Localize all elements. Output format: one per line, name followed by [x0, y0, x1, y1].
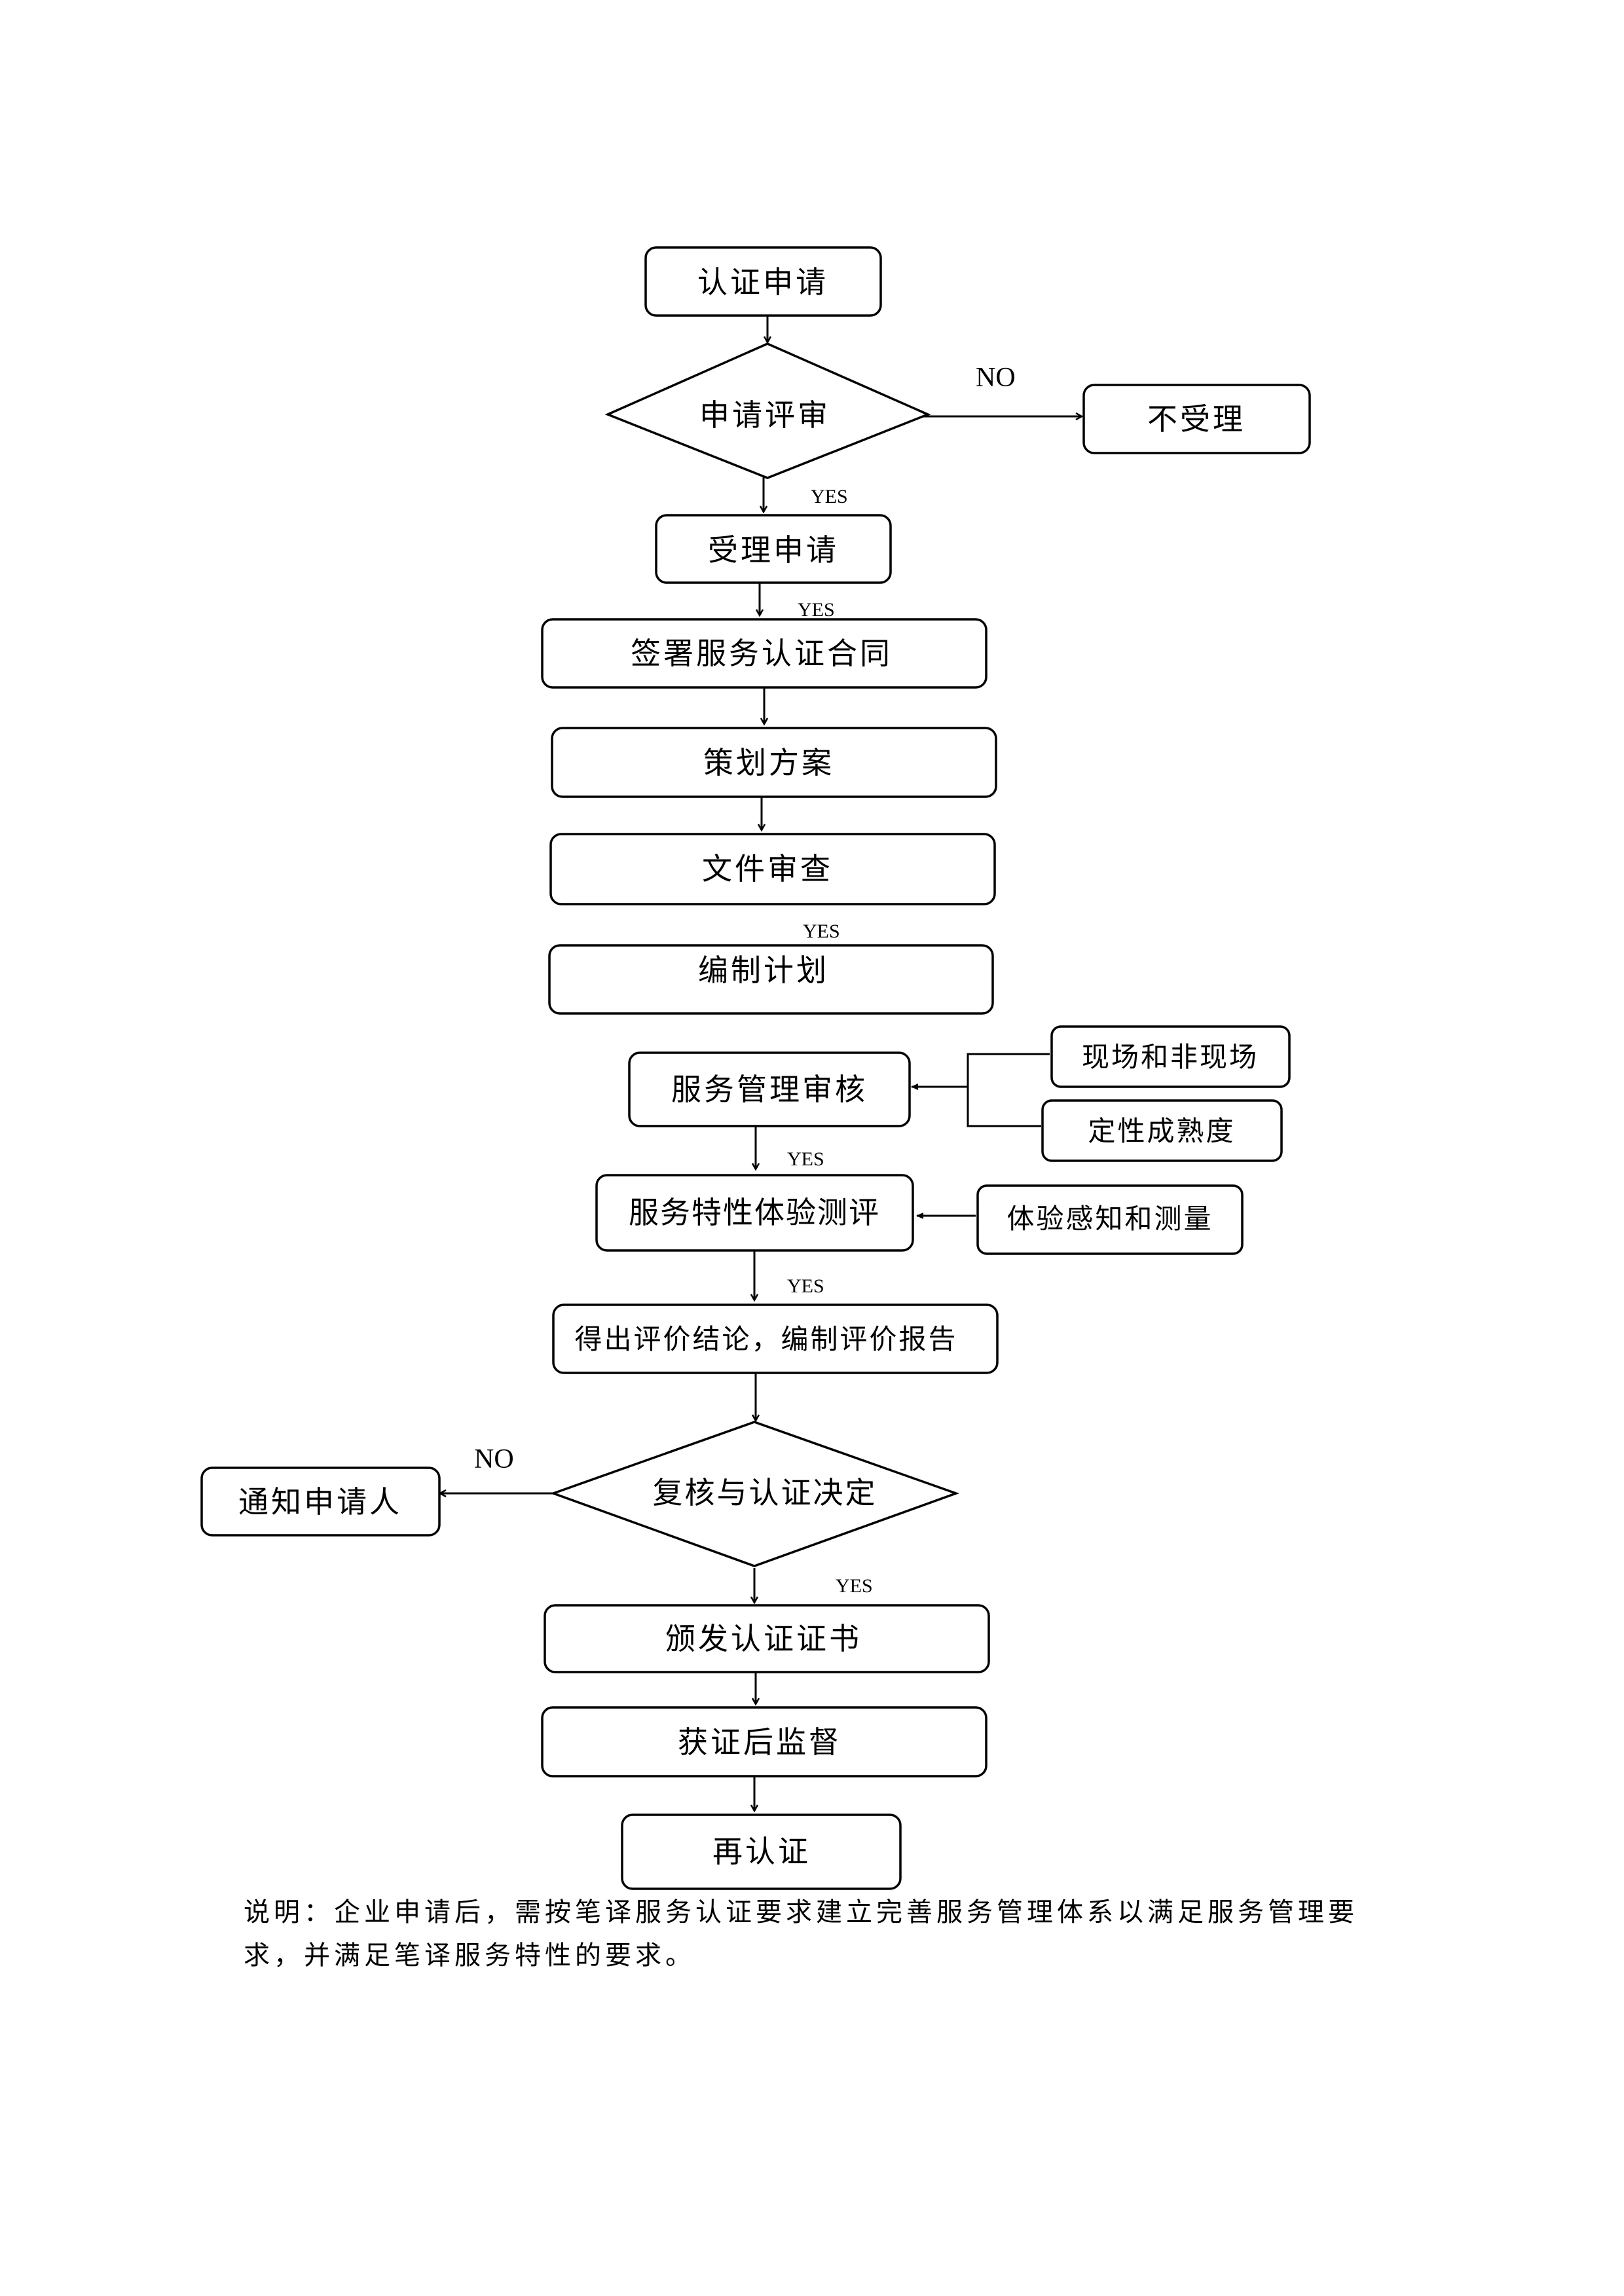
explanatory-note: 说明：企业申请后，需按笔译服务认证要求建立完善服务管理体系以满足服务管理要求，并… — [244, 1897, 1358, 1971]
node-plan: 策划方案 — [551, 727, 997, 798]
node-accept: 受理申请 — [655, 514, 892, 584]
node-notify: 通知申请人 — [200, 1467, 441, 1537]
node-docreview-label: 文件审查 — [702, 851, 833, 886]
decision-final-label: 复核与认证决定 — [653, 1475, 877, 1510]
node-contract-label: 签署服务认证合同 — [631, 636, 893, 671]
label-yes-accept: YES — [798, 599, 835, 621]
node-onsite: 现场和非现场 — [1050, 1025, 1291, 1088]
label-no-decision: NO — [474, 1444, 514, 1474]
node-report: 得出评价结论，编制评价报告 — [552, 1303, 999, 1374]
node-schedule: 编制计划 — [548, 944, 994, 1015]
node-onsite-label: 现场和非现场 — [1082, 1041, 1259, 1073]
node-schedule-label: 编制计划 — [698, 953, 829, 988]
label-yes-decision: YES — [836, 1575, 873, 1597]
edge-inputs-audit-bracket — [967, 1053, 1050, 1127]
label-yes-experience: YES — [787, 1275, 824, 1297]
decision-review: 申请评审 — [604, 342, 931, 479]
node-maturity: 定性成熟度 — [1041, 1099, 1283, 1162]
node-notify-label: 通知申请人 — [238, 1484, 402, 1520]
node-apply-label: 认证申请 — [697, 264, 828, 300]
node-experience-label: 服务特性体验测评 — [629, 1195, 880, 1230]
node-reject: 不受理 — [1082, 384, 1311, 454]
node-audit: 服务管理审核 — [628, 1051, 911, 1127]
label-yes-audit: YES — [787, 1148, 824, 1170]
node-recert-label: 再认证 — [712, 1834, 811, 1869]
node-plan-label: 策划方案 — [703, 745, 834, 780]
node-reject-label: 不受理 — [1147, 401, 1246, 437]
node-recert: 再认证 — [621, 1813, 902, 1890]
node-docreview: 文件审查 — [549, 833, 996, 905]
label-yes-docreview: YES — [803, 920, 840, 942]
node-report-label: 得出评价结论，编制评价报告 — [574, 1323, 957, 1355]
connectors — [440, 316, 1082, 1811]
label-yes-review: YES — [811, 486, 848, 507]
node-issue: 颁发认证证书 — [544, 1604, 990, 1673]
label-no-review: NO — [976, 363, 1016, 393]
node-perception: 体验感知和测量 — [976, 1184, 1244, 1255]
node-experience: 服务特性体验测评 — [595, 1174, 914, 1252]
node-maturity-label: 定性成熟度 — [1088, 1115, 1235, 1147]
decision-final: 复核与认证决定 — [549, 1421, 960, 1567]
decision-review-label: 申请评审 — [699, 397, 830, 433]
node-apply: 认证申请 — [644, 246, 882, 317]
node-contract: 签署服务认证合同 — [541, 618, 987, 689]
node-perception-label: 体验感知和测量 — [1006, 1203, 1213, 1235]
node-issue-label: 颁发认证证书 — [665, 1621, 862, 1656]
node-accept-label: 受理申请 — [708, 532, 839, 568]
node-surveil-label: 获证后监督 — [678, 1724, 841, 1760]
node-surveil: 获证后监督 — [541, 1706, 987, 1777]
node-audit-label: 服务管理审核 — [671, 1072, 868, 1107]
